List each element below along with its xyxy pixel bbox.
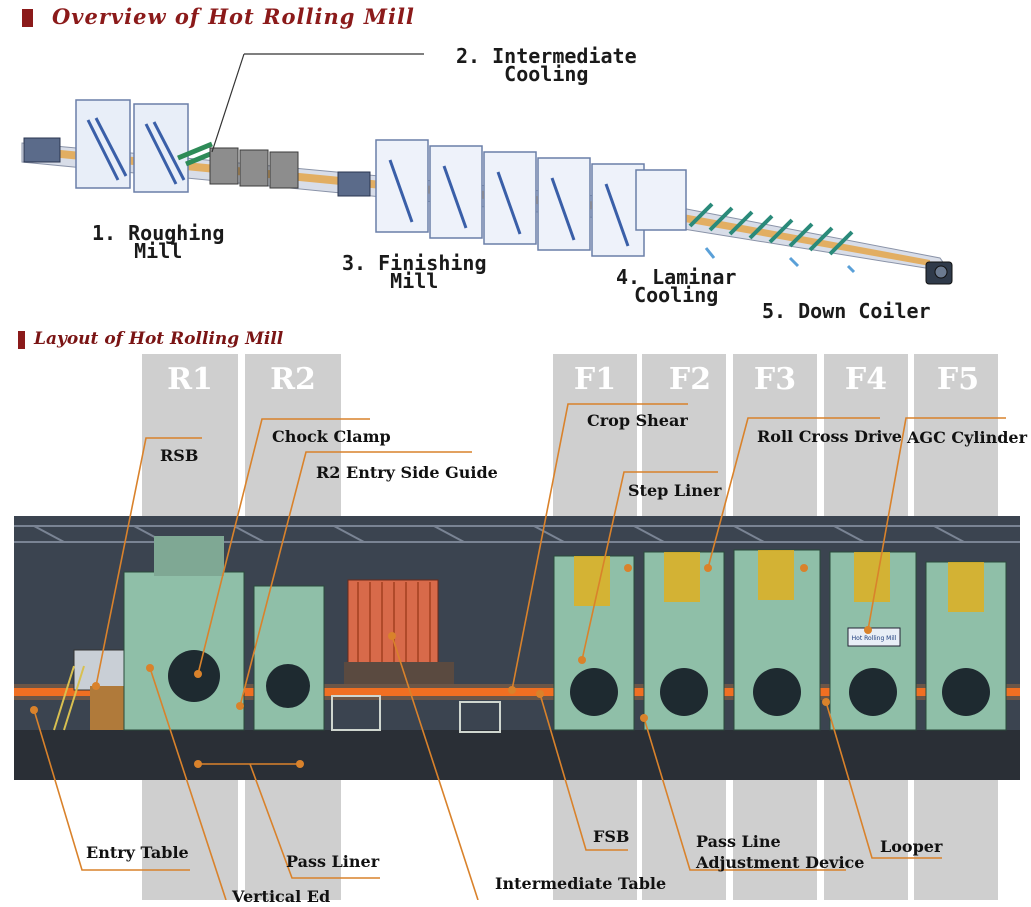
finishing-stands — [375, 139, 687, 257]
label-roughing-mill: 1. Roughing Mill — [92, 221, 225, 263]
stand-label-f4: F4 — [844, 362, 888, 397]
layout-title-marker — [18, 331, 25, 349]
stand-column-r2-lower — [245, 780, 341, 900]
hot-strip — [14, 688, 1020, 696]
overview-title: Overview of Hot Rolling Mill — [52, 4, 415, 29]
down-coiler — [925, 261, 953, 285]
callout-pass-liner: Pass Liner — [286, 852, 380, 871]
callout-roll-cross-drive: Roll Cross Drive — [757, 427, 902, 446]
overview-entry-block — [23, 137, 61, 163]
callout-entry-table: Entry Table — [86, 843, 189, 862]
callout-looper: Looper — [880, 837, 943, 856]
stand-label-f3: F3 — [753, 362, 797, 397]
overview-diagram — [21, 53, 953, 285]
stand-column-r1-lower — [142, 780, 238, 900]
overview-title-marker — [22, 9, 33, 27]
callout-agc-cylinder: AGC Cylinder — [907, 428, 1027, 447]
label-finishing-mill: 3. Finishing Mill — [342, 251, 487, 293]
heat-cover-boxes — [209, 147, 299, 189]
label-down-coiler: 5. Down Coiler — [762, 299, 931, 323]
label-laminar-cooling: 4. Laminar Cooling — [616, 265, 737, 307]
label-intermediate-cooling: 2. Intermediate Cooling — [456, 44, 637, 86]
stand-label-r1: R1 — [167, 362, 213, 397]
stand-label-f2: F2 — [668, 362, 712, 397]
stand-label-f5: F5 — [936, 362, 980, 397]
callout-crop-shear: Crop Shear — [587, 411, 688, 430]
callout-vertical-edger: Vertical Ed — [232, 887, 331, 906]
callout-intermediate-table: Intermediate Table — [495, 874, 667, 893]
callout-fsb: FSB — [593, 827, 630, 846]
stand-label-r2: R2 — [270, 362, 316, 397]
crop-shear-block — [337, 171, 371, 197]
layout-title: Layout of Hot Rolling Mill — [34, 329, 284, 349]
callout-pass-line-adjustment-device: Pass Line Adjustment Device — [696, 832, 865, 872]
stand-label-f1: F1 — [573, 362, 617, 397]
callout-r2-entry-side-guide: R2 Entry Side Guide — [316, 463, 498, 482]
mill-photo: Hot Rolling Mill — [14, 516, 1020, 780]
callout-rsb: RSB — [160, 446, 199, 465]
laminar-cooling-headers — [688, 202, 854, 256]
callout-step-liner: Step Liner — [628, 481, 722, 500]
intermediate-leader-line — [211, 53, 245, 153]
callout-chock-clamp: Chock Clamp — [272, 427, 391, 446]
roughing-stand — [75, 99, 189, 193]
f4-sign-text: Hot Rolling Mill — [852, 635, 897, 642]
